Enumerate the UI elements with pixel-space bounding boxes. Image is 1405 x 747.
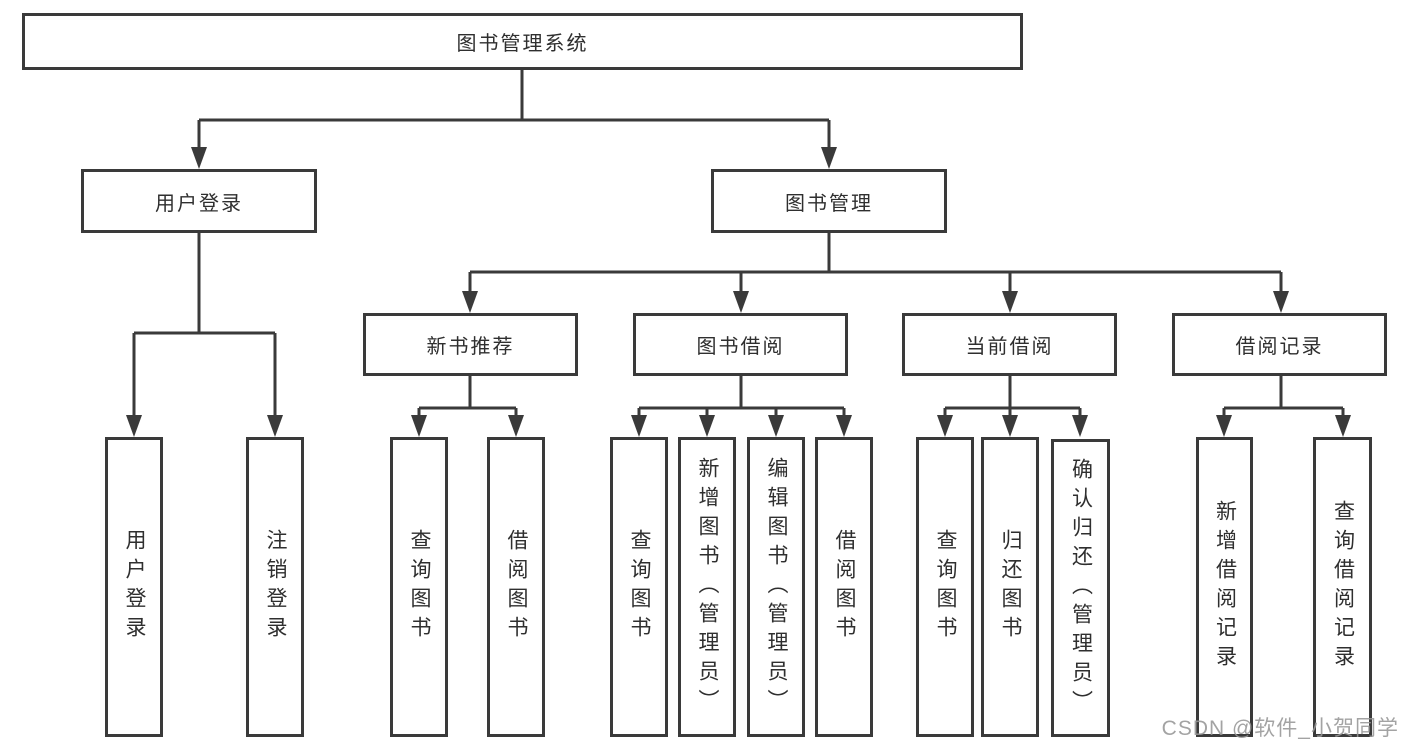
node-borrowing-records: 借阅记录 <box>1172 313 1387 376</box>
node-book-management: 图书管理 <box>711 169 947 233</box>
leaf-query-books-recommend: 查询图书 <box>390 437 448 737</box>
connector-userlogin-to-leaves <box>126 233 283 437</box>
connector-bookborrow-to-leaves <box>631 376 852 437</box>
leaf-add-borrow-record: 新增借阅记录 <box>1196 437 1253 737</box>
node-new-book-recommendation: 新书推荐 <box>363 313 578 376</box>
node-user-login: 用户登录 <box>81 169 317 233</box>
node-current-borrowing: 当前借阅 <box>902 313 1117 376</box>
leaf-edit-book-admin: 编辑图书（管理员） <box>747 437 805 737</box>
leaf-return-book: 归还图书 <box>981 437 1039 737</box>
leaf-user-login: 用户登录 <box>105 437 163 737</box>
leaf-confirm-return-admin: 确认归还（管理员） <box>1051 439 1110 737</box>
leaf-query-borrow-record: 查询借阅记录 <box>1313 437 1372 737</box>
connector-root-to-level2 <box>191 70 837 169</box>
leaf-borrow-books: 借阅图书 <box>815 437 873 737</box>
connector-currentborrow-to-leaves <box>937 376 1088 437</box>
connector-newbook-to-leaves <box>411 376 524 437</box>
leaf-add-book-admin: 新增图书（管理员） <box>678 437 736 737</box>
leaf-logout: 注销登录 <box>246 437 304 737</box>
node-book-borrowing: 图书借阅 <box>633 313 848 376</box>
node-library-management-system: 图书管理系统 <box>22 13 1023 70</box>
leaf-borrow-books-recommend: 借阅图书 <box>487 437 545 737</box>
connector-bookmgmt-to-level3 <box>462 233 1289 313</box>
connector-borrowrecords-to-leaves <box>1216 376 1351 437</box>
leaf-query-books-borrow: 查询图书 <box>610 437 668 737</box>
leaf-query-books-current: 查询图书 <box>916 437 974 737</box>
